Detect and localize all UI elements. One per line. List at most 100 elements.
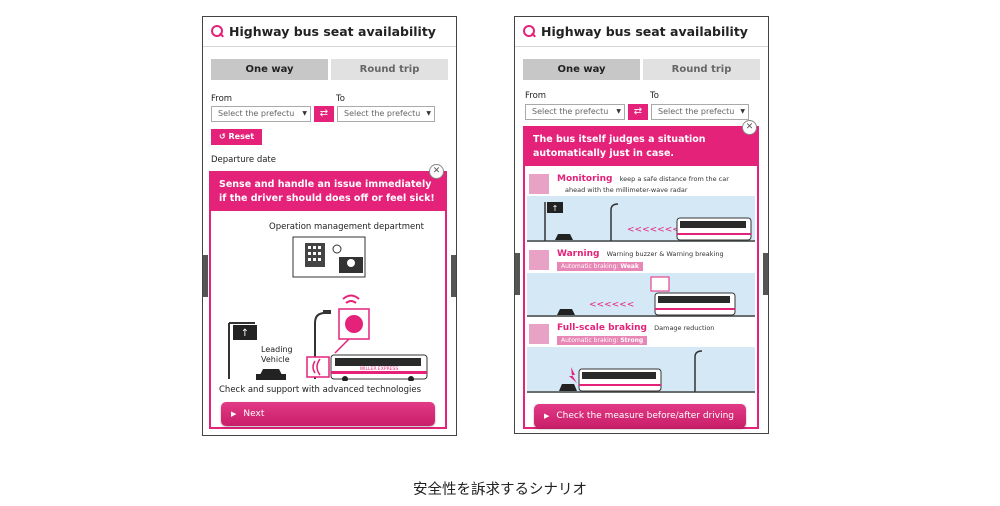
monitoring-scene: ↑ <<<<<<<< bbox=[527, 196, 755, 242]
from-label: From bbox=[211, 94, 233, 104]
trip-type-tabs: One way Round trip bbox=[523, 59, 760, 80]
full-braking-desc: Damage reduction bbox=[654, 324, 715, 332]
close-icon: ✕ bbox=[432, 166, 441, 176]
to-select-value: Select the prefectu bbox=[658, 107, 735, 116]
to-select-value: Select the prefectu bbox=[344, 109, 421, 118]
left-phone-screen: Highway bus seat availability One way Ro… bbox=[202, 16, 457, 436]
leading-vehicle-label: Leading Vehicle bbox=[261, 345, 293, 364]
badge-label: Automatic braking: bbox=[561, 337, 619, 344]
monitoring-title: Monitoring keep a safe distance from the… bbox=[557, 174, 729, 184]
support-caption: Check and support with advanced technolo… bbox=[219, 385, 422, 395]
reset-button[interactable]: ↺ Reset bbox=[211, 129, 263, 145]
badge-value: Weak bbox=[620, 263, 639, 270]
next-button-label: Next bbox=[243, 409, 265, 419]
app-title: Highway bus seat availability bbox=[541, 24, 748, 39]
close-popup-button[interactable]: ✕ bbox=[429, 164, 444, 179]
monitoring-section: Monitoring keep a safe distance from the… bbox=[525, 172, 757, 248]
from-prefecture-select[interactable]: Select the prefectu ▼ bbox=[525, 104, 625, 120]
departure-date-label: Departure date bbox=[211, 155, 276, 165]
leading-car-icon bbox=[559, 384, 577, 391]
impact-icon bbox=[569, 367, 577, 383]
ops-department-label: Operation management department bbox=[269, 222, 424, 232]
monitoring-icon bbox=[529, 174, 549, 194]
next-button[interactable]: ▶ Next bbox=[221, 402, 435, 426]
scroll-handle-left bbox=[515, 253, 520, 295]
warning-section: Warning Warning buzzer & Warning breakin… bbox=[525, 248, 757, 320]
driver-head-icon bbox=[345, 315, 363, 333]
svg-text:↑: ↑ bbox=[552, 204, 559, 213]
to-prefecture-select[interactable]: Select the prefectu ▼ bbox=[337, 106, 435, 122]
swap-button[interactable]: ⇄ bbox=[628, 104, 648, 120]
radar-wave-icon: <<<<<< bbox=[589, 300, 634, 310]
full-braking-title-text: Full-scale braking bbox=[557, 323, 647, 333]
full-braking-section: Full-scale braking Damage reduction Auto… bbox=[525, 322, 757, 396]
braking-badge-strong: Automatic braking: Strong bbox=[557, 336, 648, 345]
traffic-sign-icon bbox=[547, 202, 563, 213]
check-measure-label: Check the measure before/after driving bbox=[556, 411, 734, 421]
radar-box bbox=[306, 356, 330, 378]
from-prefecture-select[interactable]: Select the prefectu ▼ bbox=[211, 106, 311, 122]
tab-round-trip[interactable]: Round trip bbox=[643, 59, 760, 80]
from-select-value: Select the prefectu bbox=[532, 107, 609, 116]
radar-wave-icon: <<<<<<<< bbox=[627, 225, 687, 235]
close-popup-button[interactable]: ✕ bbox=[742, 120, 757, 135]
app-title: Highway bus seat availability bbox=[229, 24, 436, 39]
tab-one-way[interactable]: One way bbox=[523, 59, 640, 80]
close-icon: ✕ bbox=[745, 122, 754, 132]
right-phone-screen: Highway bus seat availability One way Ro… bbox=[514, 16, 769, 434]
warning-scene: <<<<<< bbox=[527, 273, 755, 317]
warning-icon bbox=[529, 250, 549, 270]
app-header: Highway bus seat availability bbox=[515, 17, 768, 47]
check-measure-button[interactable]: ▶ Check the measure before/after driving bbox=[534, 404, 746, 428]
full-braking-title: Full-scale braking Damage reduction bbox=[557, 323, 714, 333]
wifi-signal-icon bbox=[342, 294, 360, 304]
chevron-down-icon: ▼ bbox=[426, 110, 431, 117]
warning-desc: Warning buzzer & Warning breaking bbox=[606, 250, 724, 258]
to-prefecture-select[interactable]: Select the prefectu ▼ bbox=[651, 104, 749, 120]
monitoring-desc-2: ahead with the millimeter-wave radar bbox=[565, 186, 688, 194]
scroll-handle-right bbox=[451, 255, 456, 297]
page-caption: 安全性を訴求するシナリオ bbox=[413, 482, 587, 498]
leading-car-icon bbox=[555, 234, 573, 240]
scroll-handle-left bbox=[203, 255, 208, 297]
street-light-icon bbox=[323, 310, 331, 314]
popup-heading: Sense and handle an issue immediately if… bbox=[211, 173, 445, 211]
search-icon bbox=[211, 25, 224, 38]
play-triangle-icon: ▶ bbox=[544, 412, 550, 420]
badge-label: Automatic braking: bbox=[561, 263, 619, 270]
svg-text:↑: ↑ bbox=[241, 328, 249, 339]
play-triangle-icon: ▶ bbox=[231, 410, 237, 418]
warning-title-text: Warning bbox=[557, 249, 600, 259]
reset-label: Reset bbox=[228, 132, 255, 141]
monitoring-title-text: Monitoring bbox=[557, 174, 613, 184]
app-header: Highway bus seat availability bbox=[203, 17, 456, 47]
office-frame bbox=[292, 236, 366, 278]
tab-round-trip[interactable]: Round trip bbox=[331, 59, 448, 80]
leading-car-icon bbox=[557, 309, 575, 315]
braking-badge-weak: Automatic braking: Weak bbox=[557, 262, 643, 271]
from-select-value: Select the prefectu bbox=[218, 109, 295, 118]
traffic-sign-icon bbox=[233, 325, 257, 340]
scroll-handle-right bbox=[763, 253, 768, 295]
swap-arrows-icon: ⇄ bbox=[633, 106, 643, 117]
chevron-down-icon: ▼ bbox=[302, 110, 307, 117]
chevron-down-icon: ▼ bbox=[740, 108, 745, 115]
swap-button[interactable]: ⇄ bbox=[314, 106, 334, 122]
clock-icon bbox=[332, 244, 342, 254]
braking-scene bbox=[527, 347, 755, 393]
to-label: To bbox=[650, 91, 659, 101]
search-icon bbox=[523, 25, 536, 38]
radar-wave-icon bbox=[312, 358, 321, 376]
monitoring-desc: keep a safe distance from the car bbox=[619, 175, 729, 183]
trip-type-tabs: One way Round trip bbox=[211, 59, 448, 80]
tab-one-way[interactable]: One way bbox=[211, 59, 328, 80]
chevron-down-icon: ▼ bbox=[616, 108, 621, 115]
safety-illustration: ↑ WILLER EXPRESS bbox=[228, 236, 428, 381]
bus-brand-text: WILLER EXPRESS bbox=[360, 366, 399, 372]
reset-icon: ↺ bbox=[219, 132, 226, 141]
swap-arrows-icon: ⇄ bbox=[319, 108, 329, 119]
to-label: To bbox=[336, 94, 345, 104]
badge-value: Strong bbox=[620, 337, 644, 344]
safety-popup-right: The bus itself judges a situation automa… bbox=[523, 126, 759, 429]
